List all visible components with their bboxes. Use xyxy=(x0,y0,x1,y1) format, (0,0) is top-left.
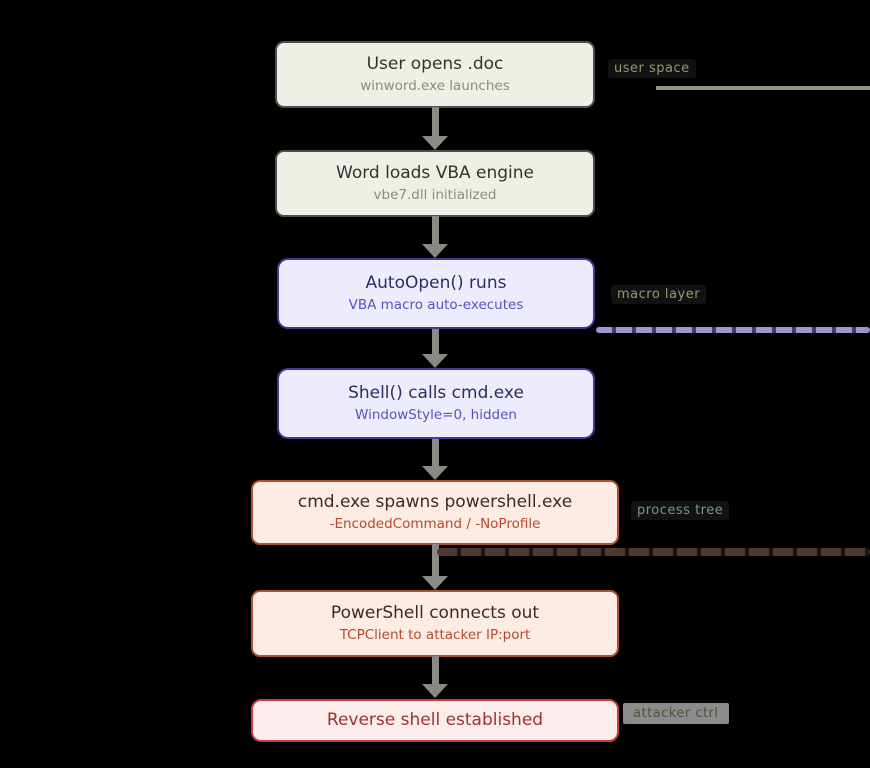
node-shell-calls-cmd: Shell() calls cmd.exe WindowStyle=0, hid… xyxy=(277,368,595,439)
node-subtitle: WindowStyle=0, hidden xyxy=(355,407,517,424)
node-subtitle: TCPClient to attacker IP:port xyxy=(339,627,531,644)
flow-arrow-down-icon xyxy=(422,656,448,698)
flow-arrow-down-icon xyxy=(422,439,448,480)
node-word-loads-vba: Word loads VBA engine vbe7.dll initializ… xyxy=(275,150,595,217)
node-title: Reverse shell established xyxy=(326,710,544,731)
node-powershell-connects-out: PowerShell connects out TCPClient to att… xyxy=(251,590,619,657)
node-reverse-shell-established: Reverse shell established xyxy=(251,699,619,742)
zone-label-macro-layer: macro layer xyxy=(611,285,707,304)
node-user-opens-doc: User opens .doc winword.exe launches xyxy=(275,41,595,108)
zone-divider-macro-layer xyxy=(596,327,870,333)
node-title: PowerShell connects out xyxy=(330,603,540,623)
zone-label-process-tree: process tree xyxy=(631,501,730,520)
zone-label-user-space: user space xyxy=(608,59,696,78)
zone-label-attacker-ctrl: attacker ctrl xyxy=(623,703,729,724)
flow-arrow-down-icon xyxy=(422,544,448,590)
node-title: AutoOpen() runs xyxy=(365,273,507,293)
node-title: cmd.exe spawns powershell.exe xyxy=(297,492,573,512)
node-title: Shell() calls cmd.exe xyxy=(348,383,524,403)
node-autoopen-runs: AutoOpen() runs VBA macro auto-executes xyxy=(277,258,595,329)
zone-divider-user-space xyxy=(656,86,870,90)
node-subtitle: -EncodedCommand / -NoProfile xyxy=(329,516,541,533)
flow-arrow-down-icon xyxy=(422,329,448,368)
node-title: User opens .doc xyxy=(366,54,504,74)
zone-divider-process-tree xyxy=(437,548,870,556)
node-subtitle: winword.exe launches xyxy=(360,78,510,95)
node-subtitle: vbe7.dll initialized xyxy=(373,187,497,204)
flow-arrow-down-icon xyxy=(422,216,448,258)
node-subtitle: VBA macro auto-executes xyxy=(348,297,524,314)
node-cmd-spawns-powershell: cmd.exe spawns powershell.exe -EncodedCo… xyxy=(251,480,619,545)
node-title: Word loads VBA engine xyxy=(336,163,534,183)
flow-arrow-down-icon xyxy=(422,107,448,150)
